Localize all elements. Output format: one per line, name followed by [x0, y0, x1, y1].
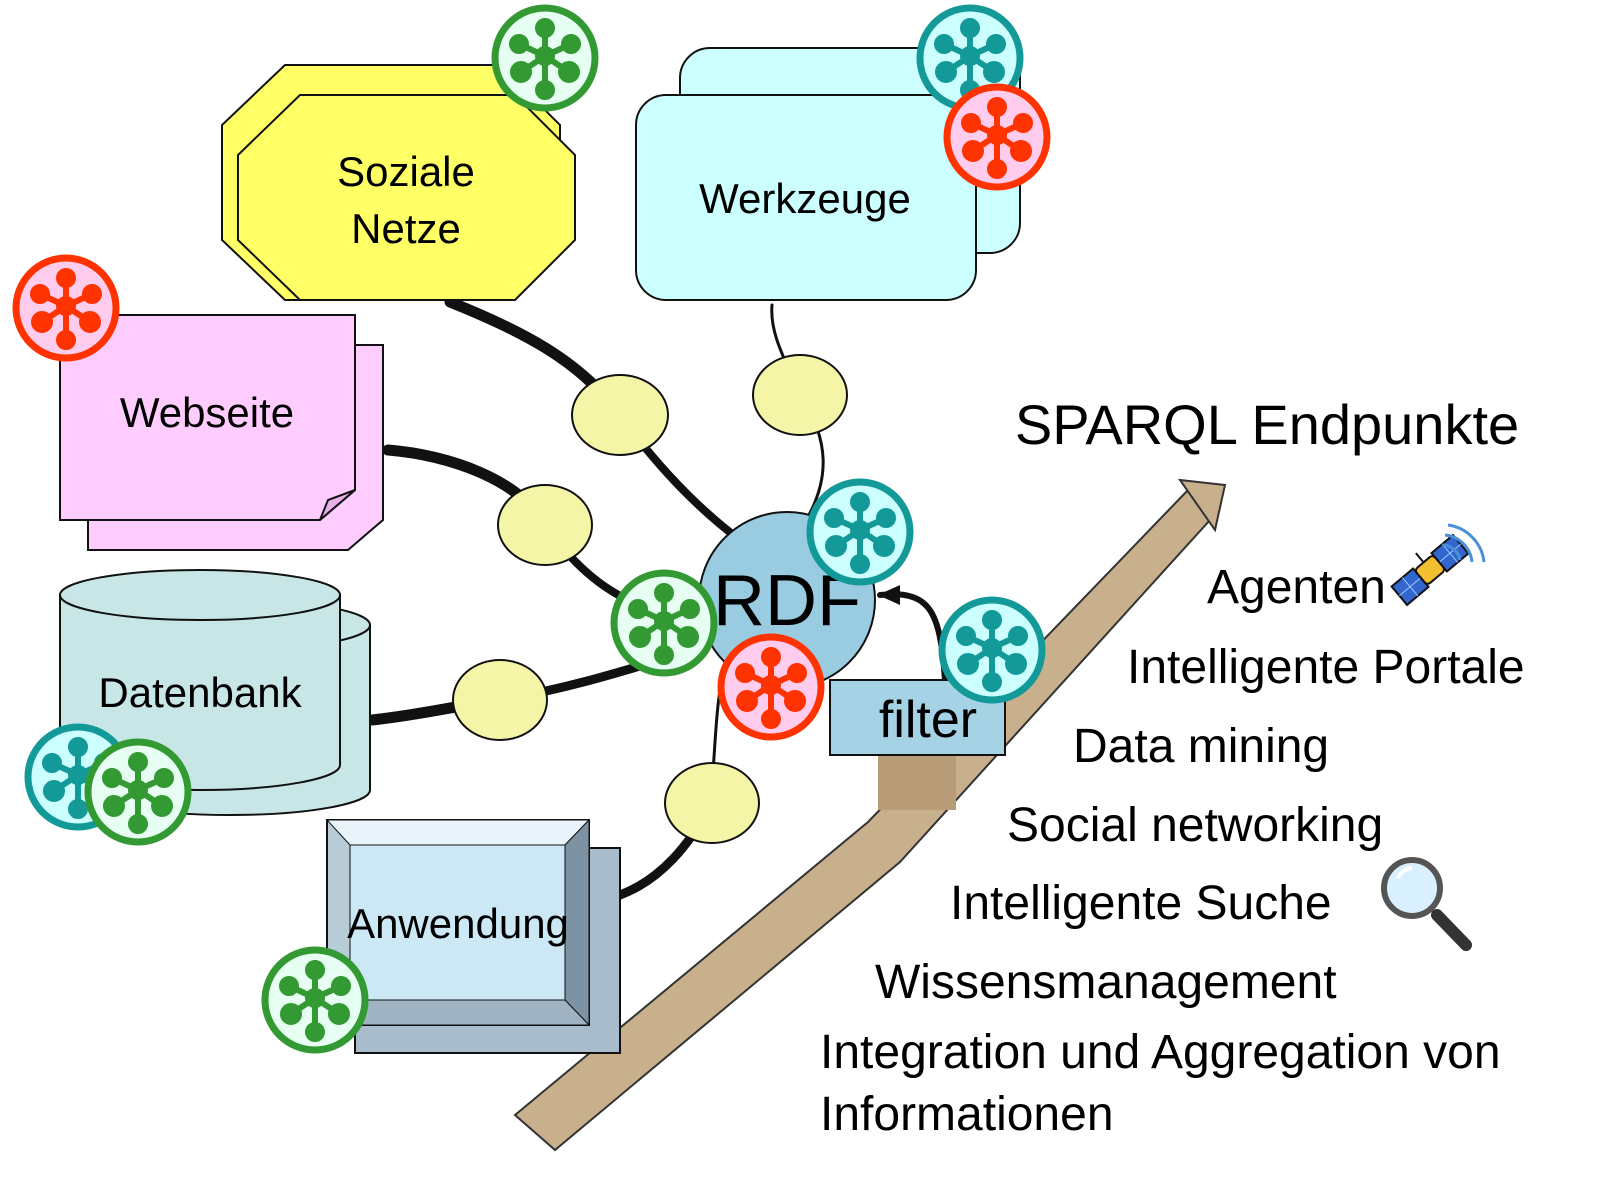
- node-anwendung: Anwendung: [325, 818, 621, 1054]
- app-item: Social networking: [1007, 799, 1383, 852]
- app-item: Intelligente Suche: [950, 877, 1332, 930]
- network-hub-teal-icon: [942, 600, 1042, 700]
- filter-arrowhead: [878, 585, 900, 605]
- werkzeuge-label: Werkzeuge: [699, 175, 911, 222]
- network-hub-teal-icon: [810, 482, 910, 582]
- satellite-icon: [1390, 533, 1470, 607]
- network-hub-green-icon: [265, 950, 365, 1050]
- soziale-label-2: Netze: [351, 205, 461, 252]
- network-hub-red-icon: [721, 637, 821, 737]
- signal-waves-icon: [1441, 523, 1486, 563]
- node-soziale-netze: Soziale Netze: [221, 64, 576, 301]
- connector-datenbank: [452, 659, 548, 741]
- endpoints-title: SPARQL Endpunkte: [1015, 393, 1519, 456]
- anwendung-label: Anwendung: [347, 900, 569, 947]
- soziale-label-1: Soziale: [337, 148, 475, 195]
- filter-label: filter: [879, 691, 977, 749]
- app-item: Agenten: [1207, 561, 1386, 614]
- connector-anwendung: [664, 762, 760, 844]
- connector-werkzeuge: [752, 354, 848, 436]
- network-hub-red-icon: [947, 87, 1047, 187]
- app-item: Intelligente Portale: [1127, 641, 1525, 694]
- webseite-label: Webseite: [120, 389, 294, 436]
- connector-soziale: [571, 374, 669, 456]
- app-item: Data mining: [1073, 720, 1329, 773]
- app-item: Integration und Aggregation von: [820, 1026, 1501, 1079]
- filter-pedestal: [878, 752, 956, 810]
- app-item: Informationen: [820, 1088, 1114, 1141]
- line-filter: [877, 591, 948, 683]
- network-hub-red-icon: [16, 258, 116, 358]
- app-item: Wissensmanagement: [875, 956, 1337, 1009]
- network-hub-green-icon: [614, 573, 714, 673]
- application-list: Agenten Intelligente Portale Data mining…: [820, 561, 1525, 1141]
- magnifier-icon: [1381, 857, 1472, 951]
- node-webseite: Webseite: [59, 314, 384, 551]
- datenbank-label: Datenbank: [98, 669, 302, 716]
- connector-webseite: [497, 484, 593, 566]
- connector-nodes: [452, 354, 848, 844]
- network-hub-green-icon: [88, 742, 188, 842]
- node-werkzeuge: Werkzeuge: [635, 47, 1021, 301]
- network-hub-green-icon: [495, 8, 595, 108]
